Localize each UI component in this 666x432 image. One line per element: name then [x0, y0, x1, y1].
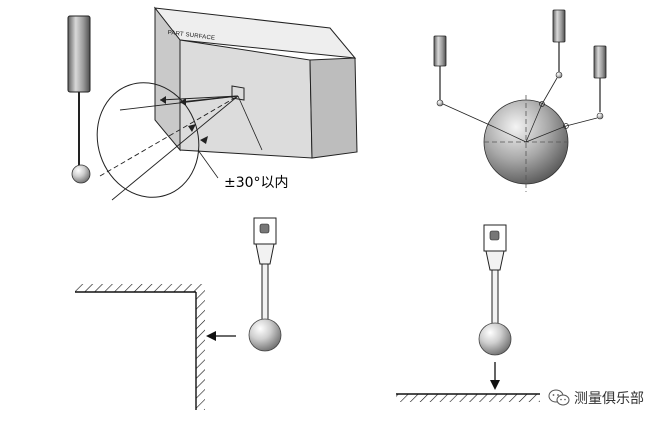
floor-hatch: [396, 394, 540, 402]
angle-leader-1: [237, 95, 263, 151]
probe-body: [67, 15, 91, 93]
probe-tip-ball: [248, 318, 282, 352]
right-probe-body: [593, 45, 607, 79]
left-probe-body: [433, 35, 447, 67]
contact-point-right: [563, 123, 569, 129]
cone-axis: [99, 95, 239, 177]
probe-stem: [261, 263, 269, 321]
cone-edge-lower: [111, 95, 239, 201]
watermark-text: 测量俱乐部: [574, 391, 644, 407]
radial-line-left: [491, 125, 527, 143]
probe-head-window: [259, 223, 270, 234]
arrowhead-3: [188, 124, 196, 132]
probe-stem-2: [491, 269, 499, 325]
down-arrow-head: [490, 380, 500, 390]
radial-line-center: [525, 103, 543, 143]
watermark: 测量俱乐部: [548, 388, 644, 408]
probe-taper-2: [485, 250, 505, 271]
left-stylus-ball: [436, 99, 444, 107]
arrowhead-1: [160, 96, 166, 104]
stylus-ball: [71, 164, 91, 184]
panel-side-probing: [75, 217, 282, 410]
left-contact-line: [442, 103, 493, 127]
part-side-face: [309, 57, 358, 159]
wall-side-hatch: [196, 292, 205, 410]
wall-top-hatch: [75, 284, 205, 292]
panel-approach-angle: [67, 6, 358, 201]
panel-down-probing: [396, 224, 540, 402]
wechat-icon: [548, 389, 570, 407]
probe-taper: [255, 243, 275, 265]
probe-head-window-2: [489, 230, 500, 241]
radial-line-right: [525, 125, 567, 143]
center-stylus-ball: [555, 71, 563, 79]
right-contact-line: [565, 117, 598, 127]
panel-multi-stylus-sphere: [433, 9, 607, 192]
center-contact-line: [541, 77, 558, 105]
part-surface-face: [179, 39, 313, 159]
right-stylus-ball: [596, 112, 604, 120]
contact-point-marker: [231, 85, 245, 101]
arrowhead-4: [200, 136, 208, 144]
center-probe-body: [552, 9, 566, 43]
cone-ray-1: [159, 95, 239, 101]
arrowhead-2: [180, 98, 186, 106]
cone-ray-2: [179, 95, 239, 103]
angle-limit-label: ±30°以内: [224, 175, 289, 191]
contact-point-top: [539, 101, 545, 107]
probe-tip-ball-2: [478, 322, 512, 356]
angle-leader-2: [197, 149, 219, 179]
approach-arrow-head: [206, 331, 216, 341]
